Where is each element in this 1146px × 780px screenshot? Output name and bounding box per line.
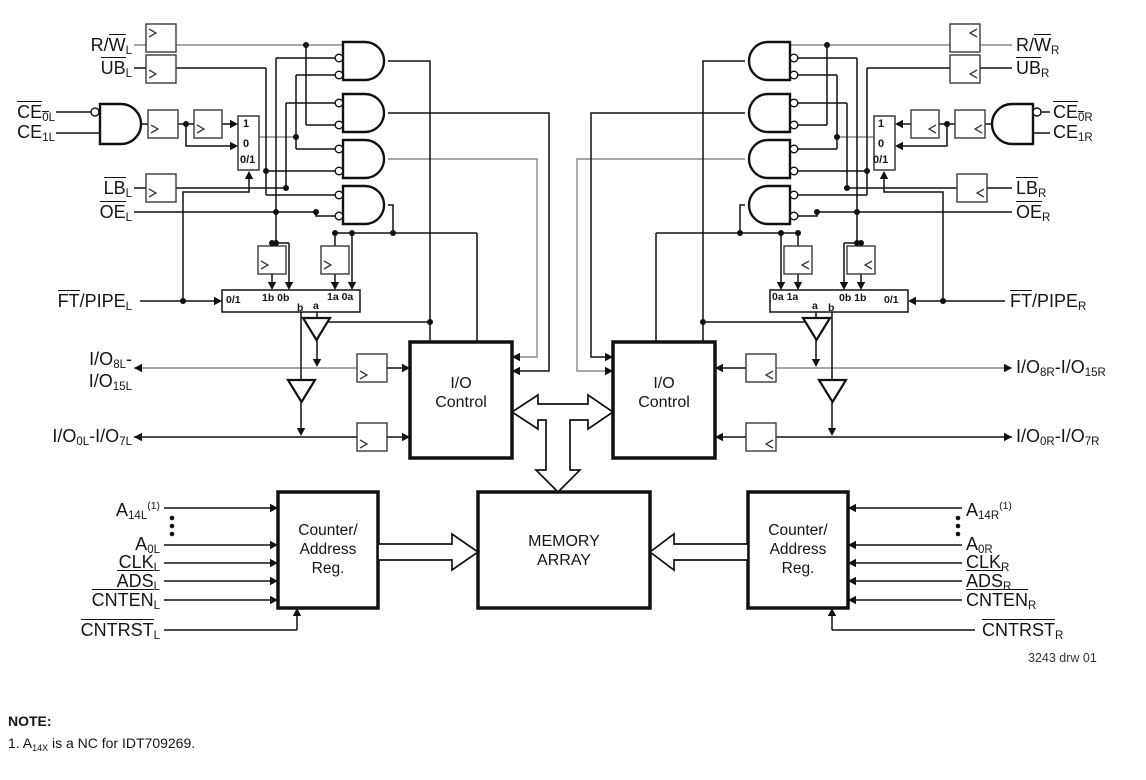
pipe-mux-right-select-label: 0/1 [884,294,899,306]
signal-label-ftpipe-left: FT/PIPEL [57,290,132,313]
wires-gray [134,44,1012,372]
signal-label-ads-right: ADSR [966,570,1012,593]
signal-label-rw-right: R/WR [1016,34,1060,57]
signal-label-cntrst-right: CNTRSTR [982,619,1064,642]
pipe-mux-right-out-a-label: a [812,300,818,312]
counter-right-title-line2: Address [769,541,827,558]
pipeline-mux-boxes [221,289,909,313]
drawing-number: 3243 drw 01 [1028,651,1097,665]
io-control-right-block [611,340,717,460]
signal-label-io-lo-right: I/O0R-I/O7R [1016,426,1100,448]
counter-left-title-line2: Address [299,541,357,558]
memory-array-title-line1: MEMORY [528,533,600,550]
counter-right-block [746,490,850,610]
signal-label-a14-right: A14R(1) [966,500,1012,522]
output-buffers [286,316,848,405]
ce-mux-left-select-label: 0/1 [240,154,256,166]
signal-label-io-hi-left-2: I/O15L [88,371,132,393]
ce-select-mux-boxes [237,115,896,171]
signal-label-cntrst-left: CNTRSTL [80,619,160,642]
signal-label-ce0-right: CE0R [1053,101,1093,124]
signal-label-rw-left: R/WL [90,34,132,57]
io-control-right-title: I/O Control [613,374,715,412]
signal-label-ftpipe-right: FT/PIPER [1010,290,1087,313]
signal-label-ads-left: ADSL [116,570,160,593]
signal-label-ce1-right: CE1R [1053,122,1093,144]
signal-label-oe-right: OER [1016,201,1051,224]
inverter-bubbles [90,53,1042,221]
ce-mux-right-input1-label: 1 [878,118,885,130]
signal-label-ce0-left: CE0L [17,101,55,124]
pipe-mux-left-ports-b-label: 1b 0b [262,292,290,304]
io-control-right-title-line1: I/O [653,375,675,392]
and-gates-left [98,40,386,226]
signal-label-io-hi-right: I/O8R-I/O15R [1016,357,1106,379]
wires-right [590,45,1050,631]
ce-mux-right-select-label: 0/1 [873,154,889,166]
signal-label-clk-right: CLKR [966,552,1010,574]
signal-label-lb-left: LBL [103,177,132,200]
memory-array-title: MEMORY ARRAY [478,532,650,570]
bus-arrows [377,393,749,572]
io-control-left-title: I/O Control [410,374,512,412]
signal-label-a0-left: A0L [135,534,160,556]
signal-label-ub-left: UBL [100,57,132,80]
signal-label-oe-left: OEL [99,201,132,224]
pipe-mux-left-out-a-label: a [313,300,319,312]
signal-label-io-hi-left-1: I/O8L- [89,349,132,371]
pipe-mux-right-ports-b-label: 0b 1b [839,292,867,304]
signal-label-a14-left: A14L(1) [116,500,160,522]
note-title: NOTE: [8,713,52,729]
memory-array-title-line2: ARRAY [537,552,591,569]
pipe-mux-left-select-label: 0/1 [226,294,241,306]
memory-array-block [476,490,652,610]
ce-mux-right-input0-label: 0 [878,138,885,150]
and-gates-right [747,40,1035,226]
signal-label-a0-right: A0R [966,534,993,556]
pipe-mux-left-ports-a-label: 1a 0a [327,291,354,303]
counter-left-title: Counter/ Address Reg. [278,521,378,578]
signal-label-ub-right: UBR [1016,57,1050,80]
signal-label-clk-left: CLKL [118,552,160,574]
junction-dots-and-arrowheads [134,42,1012,616]
ce-mux-left-input1-label: 1 [243,118,250,130]
flipflop-clock-icon [148,28,985,449]
signal-label-io-lo-left: I/O0L-I/O7L [52,426,132,448]
pipe-mux-right-ports-a-label: 0a 1a [772,291,799,303]
note-line-1: 1. A14X is a NC for IDT709269. [8,735,196,753]
io-control-left-title-line1: I/O [450,375,472,392]
counter-left-block [276,490,380,610]
flipflop-registers [145,23,988,452]
major-blocks [276,340,850,610]
counter-right-title-line1: Counter/ [768,522,828,539]
wires-left [56,45,550,631]
signal-label-cnten-right: CNTENR [966,589,1037,612]
counter-right-title-line3: Reg. [781,560,815,577]
ce-mux-left-input0-label: 0 [243,138,250,150]
signal-label-lb-right: LBR [1016,177,1047,200]
counter-left-title-line1: Counter/ [298,522,358,539]
signal-label-ce1-left: CE1L [17,122,55,144]
io-control-left-block [408,340,514,460]
signal-label-cnten-left: CNTENL [91,589,160,612]
counter-right-title: Counter/ Address Reg. [748,521,848,578]
pipe-mux-right-out-b-label: b [828,302,835,314]
pipe-mux-left-out-b-label: b [297,302,304,314]
io-control-right-title-line2: Control [638,394,690,411]
io-control-left-title-line2: Control [435,394,487,411]
counter-left-title-line3: Reg. [311,560,345,577]
